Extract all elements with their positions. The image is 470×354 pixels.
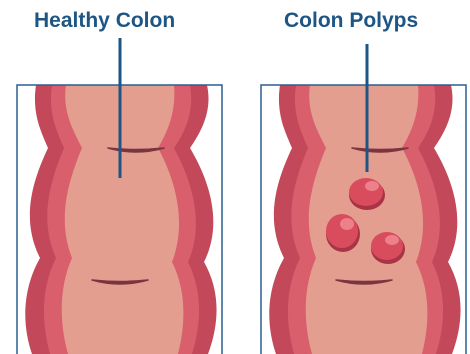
colon-polyps-illustration — [269, 85, 460, 354]
colon-lumen — [62, 85, 184, 354]
